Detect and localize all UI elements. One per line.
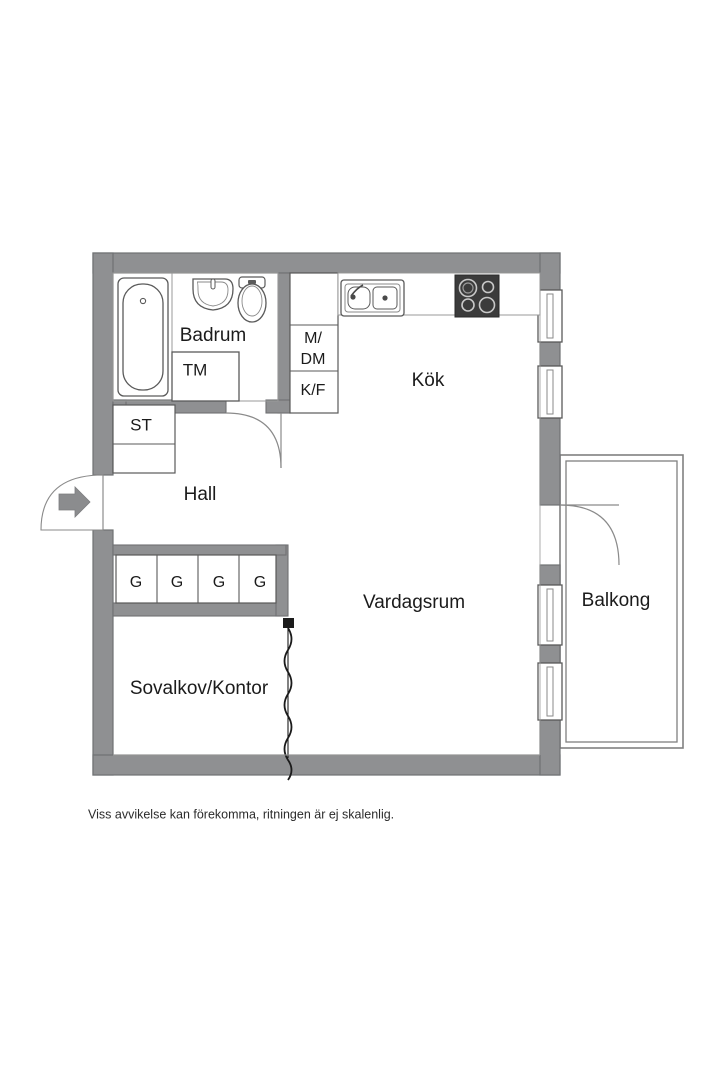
- plan-caption: Viss avvikelse kan förekomma, ritningen …: [88, 807, 394, 821]
- cabinet-label-g-4: G: [254, 574, 266, 591]
- cabinet-label-g-2: G: [171, 574, 183, 591]
- window-3: [537, 584, 563, 646]
- window-2: [537, 365, 563, 419]
- entrance-door[interactable]: [40, 474, 104, 531]
- cabinet-label-kf: K/F: [301, 382, 326, 399]
- cabinet-tm: [171, 351, 240, 402]
- bathroom-fixtures: [112, 272, 279, 402]
- stovetop-icon: [454, 274, 500, 318]
- room-label-hall: Hall: [184, 484, 217, 505]
- cabinet-label-tm: TM: [183, 360, 208, 379]
- room-label-vardagsrum: Vardagsrum: [363, 592, 465, 613]
- curtain-divider: [283, 618, 294, 781]
- room-label-balkong: Balkong: [582, 590, 651, 611]
- room-label-sovalkov-kontor: Sovalkov/Kontor: [130, 678, 269, 699]
- window-4: [537, 662, 563, 721]
- window-1: [537, 289, 563, 343]
- bathroom-door[interactable]: [225, 412, 282, 469]
- bathtub-icon: [117, 277, 169, 397]
- kitchen-fixtures: [289, 272, 541, 414]
- cabinet-label-dm: DM: [301, 351, 326, 368]
- closet-st: [112, 404, 176, 474]
- cabinet-label-g-3: G: [213, 574, 225, 591]
- wardrobes-g: [115, 554, 277, 604]
- toilet-icon: [237, 276, 267, 323]
- balcony-door[interactable]: [559, 504, 620, 566]
- cabinet-label-m: M/: [304, 330, 322, 347]
- windows: [537, 289, 563, 721]
- interior-outlines: [113, 273, 541, 756]
- room-label-badrum: Badrum: [180, 325, 247, 346]
- room-label-kok: Kök: [412, 370, 445, 391]
- cabinet-label-g-1: G: [130, 574, 142, 591]
- kitchen-sink-icon: [340, 279, 405, 317]
- entrance-arrow-icon: [58, 486, 91, 518]
- washbasin-icon: [192, 278, 234, 311]
- cabinet-label-st: ST: [130, 415, 152, 434]
